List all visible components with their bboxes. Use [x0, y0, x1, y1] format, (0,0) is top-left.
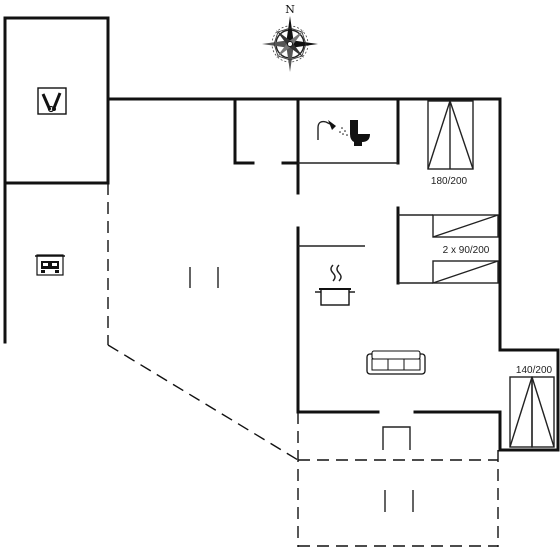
toilet-icon: [350, 120, 370, 146]
shower-icon: [317, 120, 348, 140]
car-icon: [35, 254, 65, 276]
shed-room: [3, 16, 110, 185]
terrace-furniture: [189, 267, 414, 512]
terrace-outline: [107, 344, 499, 547]
bed-annex-label: 140/200: [516, 365, 553, 376]
tools-icon: [37, 87, 67, 115]
compass-north-label: N: [285, 3, 295, 16]
bed-double: [427, 100, 474, 170]
sofa-icon: [366, 350, 426, 375]
bed-single-pair: [398, 214, 499, 284]
compass-rose-icon: [262, 16, 318, 72]
bed-double-label: 180/200: [431, 176, 468, 187]
carport-area: [3, 181, 109, 345]
cooking-pot-icon: [315, 264, 355, 306]
bed-single-pair-label: 2 x 90/200: [443, 245, 490, 256]
house-walls: [106, 97, 560, 452]
bed-annex: [509, 376, 555, 448]
